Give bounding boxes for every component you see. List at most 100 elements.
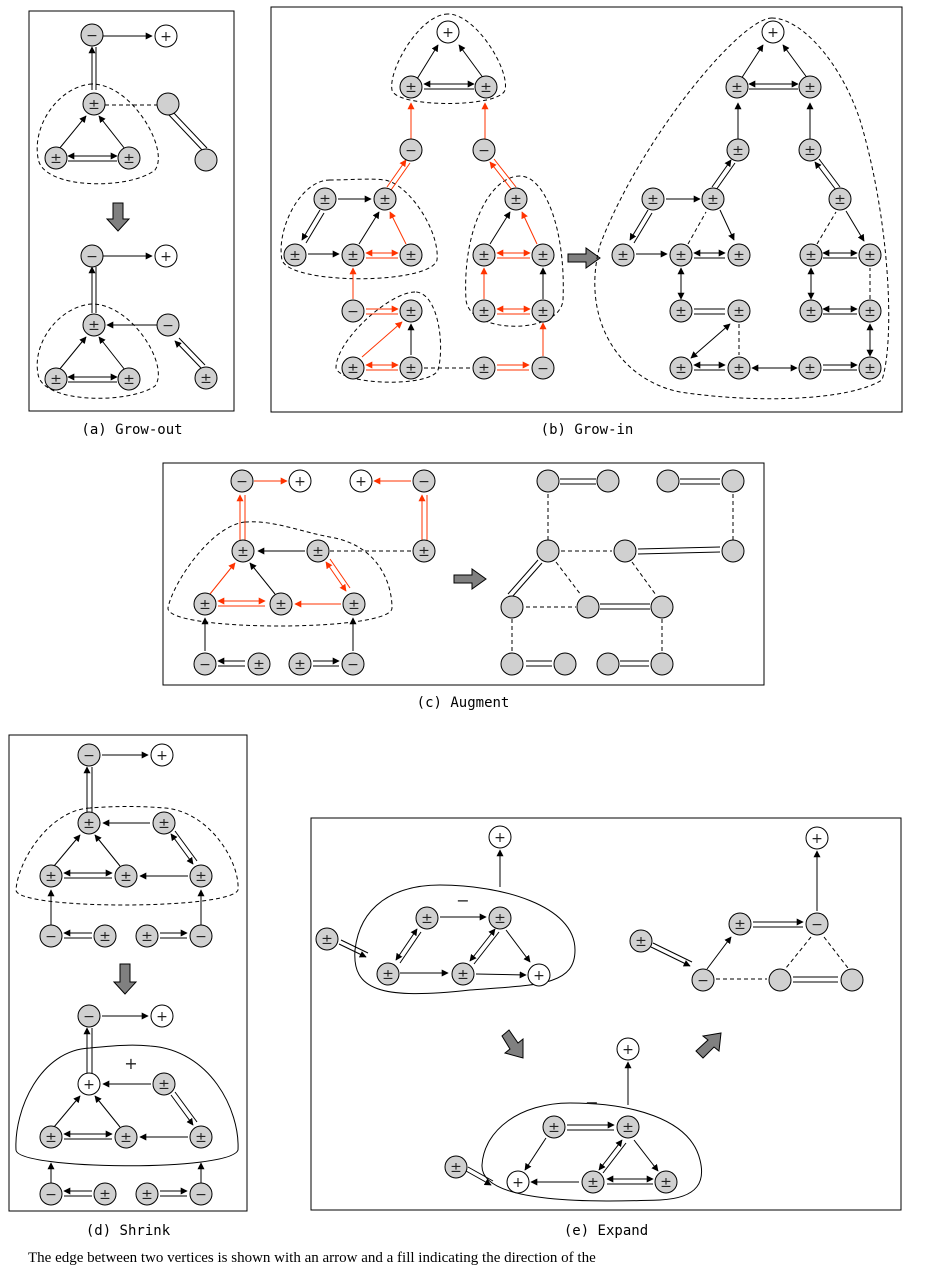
edge: [170, 833, 194, 865]
svg-text:±: ±: [733, 248, 745, 264]
svg-text:+: +: [83, 1077, 95, 1093]
node: ±: [135, 924, 159, 948]
edge: [467, 1166, 494, 1182]
edge: [53, 834, 81, 867]
svg-text:−: −: [86, 249, 98, 265]
edge: [98, 336, 126, 371]
edge: [338, 943, 367, 958]
node: ±: [77, 811, 101, 835]
edge: [94, 1095, 121, 1128]
edge: [209, 562, 236, 595]
node: ±: [399, 243, 423, 267]
step-arrow-diag-up: [695, 1032, 722, 1059]
step-arrow-right: [453, 568, 487, 590]
svg-text:±: ±: [45, 869, 57, 885]
svg-text:±: ±: [199, 597, 211, 613]
blossom-outline: [465, 175, 564, 327]
edge: [358, 211, 380, 245]
edge: [650, 946, 691, 967]
node: ±: [727, 299, 751, 323]
svg-text:−: −: [236, 474, 248, 490]
node: ±: [504, 187, 528, 211]
svg-text:±: ±: [382, 967, 394, 983]
node: [553, 652, 577, 676]
svg-text:±: ±: [647, 192, 659, 208]
node: ±: [412, 539, 436, 563]
edge: [325, 561, 347, 592]
svg-text:+: +: [160, 29, 172, 45]
svg-text:±: ±: [319, 192, 331, 208]
node: ±: [798, 356, 822, 380]
svg-text:±: ±: [123, 372, 135, 388]
expand-bloom-outline: [481, 1102, 703, 1202]
edge: [555, 561, 582, 596]
edge: [361, 321, 403, 358]
node: ±: [472, 243, 496, 267]
edge: [178, 337, 206, 366]
svg-text:±: ±: [321, 932, 333, 948]
node: [650, 652, 674, 676]
svg-text:−: −: [478, 143, 490, 159]
svg-text:−: −: [697, 973, 709, 989]
node: +: [154, 24, 178, 48]
svg-text:±: ±: [379, 192, 391, 208]
panel-a-frame: [28, 10, 235, 412]
edge: [53, 1095, 81, 1128]
svg-text:−: −: [195, 929, 207, 945]
node: ±: [315, 927, 339, 951]
expand-bloom-outline: [354, 884, 576, 995]
node: ±: [117, 367, 141, 391]
node: ±: [93, 924, 117, 948]
node: −: [80, 244, 104, 268]
svg-text:±: ±: [732, 143, 744, 159]
caption-grow-out: (a) Grow-out: [81, 422, 182, 438]
svg-text:±: ±: [804, 361, 816, 377]
blossom-outline: [15, 806, 239, 906]
edge: [637, 546, 721, 550]
edge: [633, 1139, 659, 1172]
svg-text:+: +: [355, 474, 367, 490]
edge: [690, 323, 731, 359]
node: ±: [231, 539, 255, 563]
edge: [94, 834, 121, 867]
node: ±: [669, 356, 693, 380]
node: [500, 595, 524, 619]
node: ±: [93, 1182, 117, 1206]
svg-text:±: ±: [864, 361, 876, 377]
edge: [521, 211, 538, 245]
svg-text:±: ±: [864, 304, 876, 320]
svg-text:+: +: [767, 25, 779, 41]
node: ±: [858, 243, 882, 267]
node: ±: [39, 1125, 63, 1149]
node: +: [436, 20, 460, 44]
svg-text:+: +: [494, 830, 506, 846]
svg-text:±: ±: [195, 1130, 207, 1146]
svg-text:±: ±: [805, 248, 817, 264]
edge: [637, 551, 721, 555]
svg-text:±: ±: [50, 151, 62, 167]
svg-text:±: ±: [617, 248, 629, 264]
svg-text:±: ±: [275, 597, 287, 613]
node: −: [189, 924, 213, 948]
blossom-outline: [335, 291, 442, 383]
node: ±: [152, 1072, 176, 1096]
svg-text:±: ±: [731, 80, 743, 96]
edge: [399, 931, 422, 964]
edge: [174, 1091, 198, 1123]
node: ±: [306, 539, 330, 563]
svg-text:±: ±: [478, 248, 490, 264]
svg-text:±: ±: [805, 304, 817, 320]
svg-text:±: ±: [734, 917, 746, 933]
panel-e-frame: [310, 817, 902, 1211]
edge: [629, 209, 649, 241]
node: [596, 652, 620, 676]
svg-text:±: ±: [158, 1077, 170, 1093]
node: ±: [799, 299, 823, 323]
node: ±: [399, 299, 423, 323]
node: ±: [415, 906, 439, 930]
svg-text:±: ±: [864, 248, 876, 264]
node: −: [193, 652, 217, 676]
node: +: [150, 1004, 174, 1028]
svg-text:±: ±: [405, 80, 417, 96]
svg-text:±: ±: [635, 934, 647, 950]
